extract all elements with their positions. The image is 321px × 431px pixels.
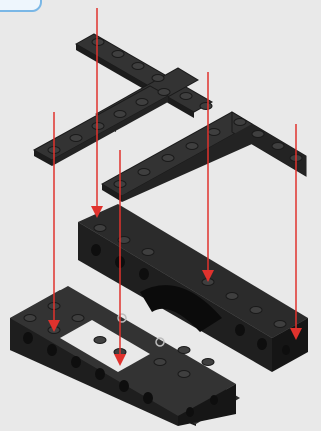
step-number-badge: 11 bbox=[0, 0, 42, 12]
step-number: 11 bbox=[6, 0, 19, 2]
upper-plates bbox=[34, 34, 306, 202]
